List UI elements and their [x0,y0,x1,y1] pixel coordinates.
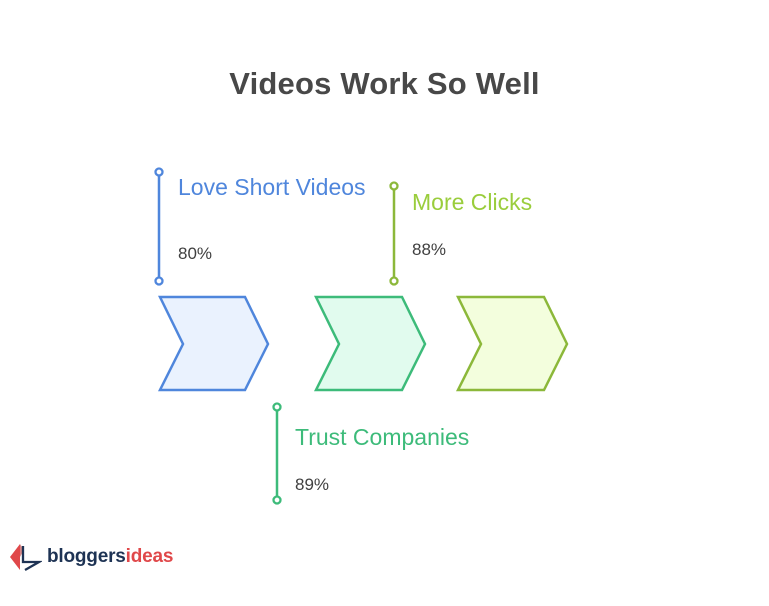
connector-stage-3 [389,181,399,286]
chevron-stage-3 [455,295,569,392]
diagram-title: Videos Work So Well [229,66,540,101]
chevron-stage-2 [313,295,427,392]
connector-stage-2 [272,402,282,505]
logo-text-part2: ideas [125,546,174,567]
chevron-stage-1 [157,295,270,392]
stage-1-value: 80% [178,244,213,263]
connector-stage-1 [154,167,164,286]
logo-mark-icon [10,544,42,571]
bloggersideas-logo: bloggersideas [10,543,173,571]
stage-3-value: 88% [412,240,447,259]
stage-2-label: Trust Companies [295,424,470,450]
stage-1-label: Love Short Videos [178,174,366,200]
logo-wordmark: bloggersideas [47,546,173,568]
stage-2-value: 89% [295,475,330,494]
stage-3-label: More Clicks [412,189,533,215]
logo-text-part1: bloggers [47,546,126,567]
